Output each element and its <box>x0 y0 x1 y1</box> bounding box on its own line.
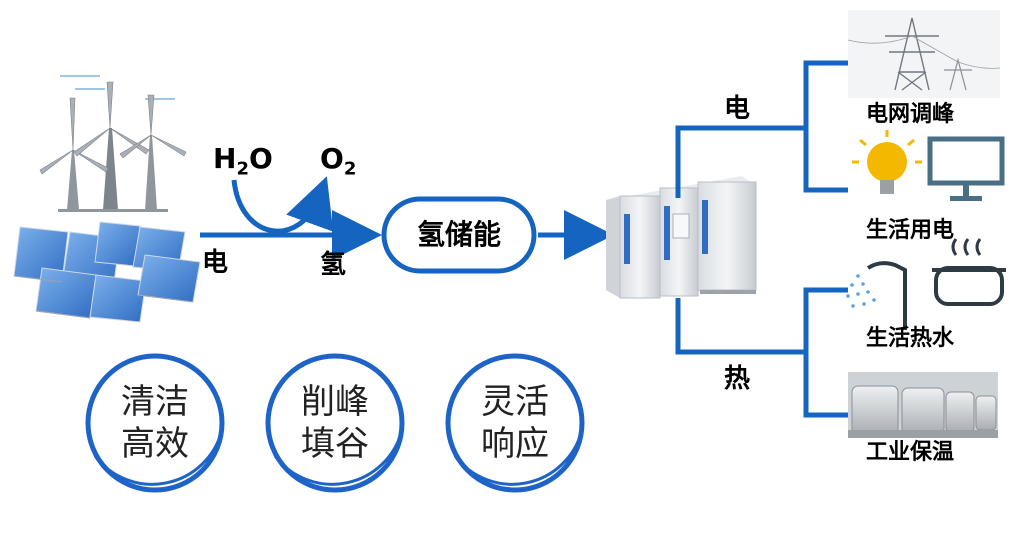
feature-peak-shaving: 削峰 填谷 <box>275 381 395 465</box>
solar-panel-icon <box>13 221 201 323</box>
feature-line: 高效 <box>121 424 189 464</box>
feature-clean-efficient: 清洁 高效 <box>95 381 215 465</box>
reaction-curve-arrow <box>231 176 334 234</box>
light-bulb-icon <box>852 130 922 194</box>
feature-line: 填谷 <box>301 424 369 464</box>
domestic-power-label: 生活用电 <box>866 218 955 243</box>
input-hydrogen-label: 氢 <box>320 250 347 280</box>
fuel-cell-cabinet-icon <box>606 176 757 299</box>
storage-box <box>381 196 537 274</box>
feature-flexible-response: 灵活 响应 <box>455 381 575 465</box>
water-formula: H2O <box>213 142 273 180</box>
oxygen-formula: O2 <box>320 142 357 180</box>
feature-rings <box>85 353 585 493</box>
wind-turbine-icon <box>39 75 187 212</box>
storage-label: 氢储能 <box>416 218 501 251</box>
shower-icon <box>846 261 907 330</box>
grid-peak-label: 电网调峰 <box>866 102 955 127</box>
output-connectors <box>675 60 848 418</box>
output-electricity-label: 电 <box>724 94 751 124</box>
industrial-tank-icon <box>848 372 998 438</box>
output-heat-label: 热 <box>724 364 751 394</box>
industrial-insulation-label: 工业保温 <box>866 440 955 465</box>
feature-line: 响应 <box>481 424 549 464</box>
hot-water-tub-icon <box>932 238 1006 306</box>
feature-line: 削峰 <box>301 382 369 422</box>
input-electricity-label: 电 <box>202 248 229 278</box>
power-tower-icon <box>847 10 1001 98</box>
feature-line: 灵活 <box>481 382 549 422</box>
feature-line: 清洁 <box>121 382 189 422</box>
monitor-icon <box>927 136 1005 201</box>
domestic-hot-water-label: 生活热水 <box>866 326 955 351</box>
